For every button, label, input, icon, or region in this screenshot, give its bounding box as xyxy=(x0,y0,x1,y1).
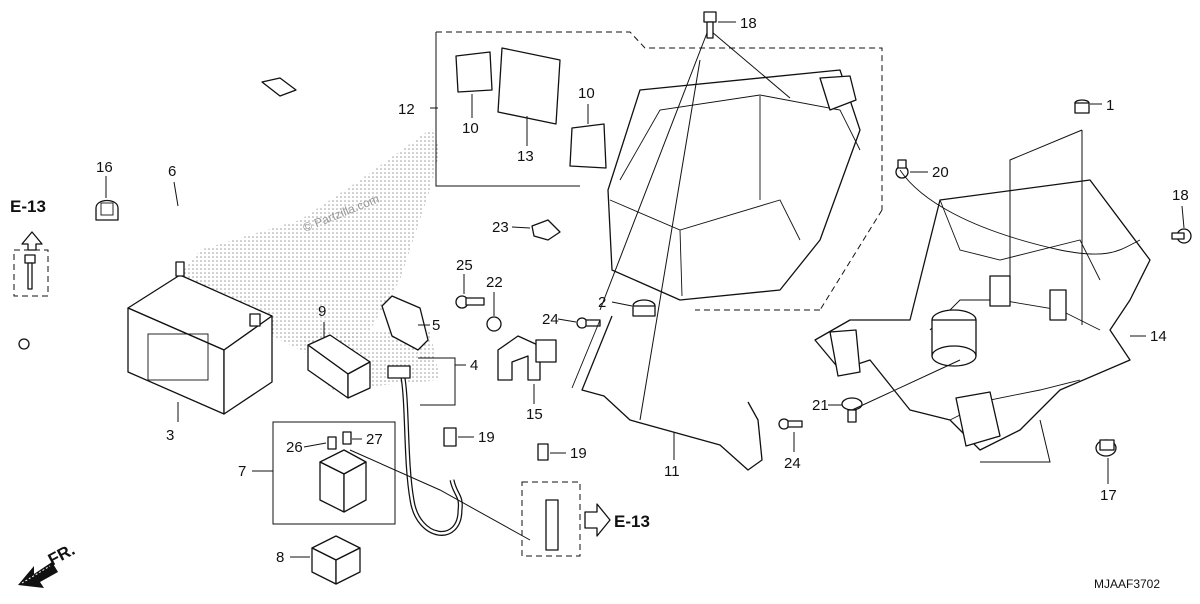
callout-bracket-4 xyxy=(418,357,456,406)
battery-tray-14 xyxy=(814,179,1151,451)
callout-5: 5 xyxy=(432,317,440,334)
callout-20: 20 xyxy=(932,164,949,181)
relay-9 xyxy=(307,334,371,399)
reference-arrow-right-icon xyxy=(584,503,611,537)
bolt-18-right xyxy=(1171,228,1192,244)
reference-e13-right[interactable]: E-13 xyxy=(614,512,650,531)
callout-23: 23 xyxy=(492,219,509,236)
callout-2: 2 xyxy=(598,294,606,311)
reference-box-right xyxy=(521,481,581,557)
starter-relay-7 xyxy=(319,449,367,513)
callout-box-7 xyxy=(272,421,396,525)
reference-arrow-up-icon xyxy=(21,231,43,251)
callout-6: 6 xyxy=(168,163,176,180)
pad-10-left xyxy=(455,51,493,93)
callout-26: 26 xyxy=(286,439,303,456)
bolt-icon xyxy=(24,254,36,290)
callout-18-right: 18 xyxy=(1172,187,1189,204)
callout-11: 11 xyxy=(664,463,680,480)
callout-18-top: 18 xyxy=(740,15,757,32)
callout-13: 13 xyxy=(517,148,534,165)
callout-27: 27 xyxy=(366,431,383,448)
callout-14: 14 xyxy=(1150,328,1167,345)
nut-22 xyxy=(486,316,502,332)
callout-25: 25 xyxy=(456,257,473,274)
bolt-25 xyxy=(455,295,485,309)
callout-10-right: 10 xyxy=(578,85,595,102)
callout-22: 22 xyxy=(486,274,503,291)
bolt-20 xyxy=(895,159,909,179)
cap-1 xyxy=(1074,99,1090,114)
callout-box-12-left xyxy=(435,32,580,187)
callout-24-top: 24 xyxy=(542,311,559,328)
diagram-code: MJAAF3702 xyxy=(1094,577,1160,591)
clip-23 xyxy=(531,219,561,241)
battery-cable-4 xyxy=(387,365,463,536)
battery-cable-6 xyxy=(18,77,297,350)
callout-box-12-top xyxy=(436,31,883,210)
pad-13 xyxy=(497,47,561,125)
battery-3 xyxy=(127,261,273,415)
battery-stay-11 xyxy=(571,315,763,471)
callout-17: 17 xyxy=(1100,487,1117,504)
bolt-18-top xyxy=(703,11,717,39)
callout-12: 12 xyxy=(398,101,415,118)
callout-8: 8 xyxy=(276,549,284,566)
bolt-24-bottom xyxy=(778,418,803,430)
clip-16 xyxy=(95,199,119,221)
reference-e13-left[interactable]: E-13 xyxy=(10,197,46,216)
callout-4: 4 xyxy=(470,357,478,374)
grommet-2 xyxy=(632,299,656,317)
terminal-cap-5 xyxy=(381,295,429,351)
bracket-15 xyxy=(497,335,557,381)
callout-1: 1 xyxy=(1106,97,1114,114)
callout-19-left: 19 xyxy=(478,429,495,446)
pad-10-right xyxy=(569,123,607,169)
callout-24-bottom: 24 xyxy=(784,455,801,472)
fuse-27 xyxy=(342,431,352,445)
callout-3: 3 xyxy=(166,427,174,444)
battery-case xyxy=(607,69,861,301)
callout-19-right: 19 xyxy=(570,445,587,462)
callout-9: 9 xyxy=(318,303,326,320)
callout-10-left: 10 xyxy=(462,120,479,137)
connector-19 xyxy=(443,427,559,551)
callout-15: 15 xyxy=(526,406,543,423)
callout-21: 21 xyxy=(812,397,829,414)
relay-8 xyxy=(311,535,361,585)
fuse-26 xyxy=(327,436,337,450)
callout-7: 7 xyxy=(238,463,246,480)
front-direction-arrow-icon xyxy=(18,562,58,588)
bolt-24-top xyxy=(576,317,601,329)
grommet-17 xyxy=(1095,439,1117,457)
callout-16: 16 xyxy=(96,159,113,176)
